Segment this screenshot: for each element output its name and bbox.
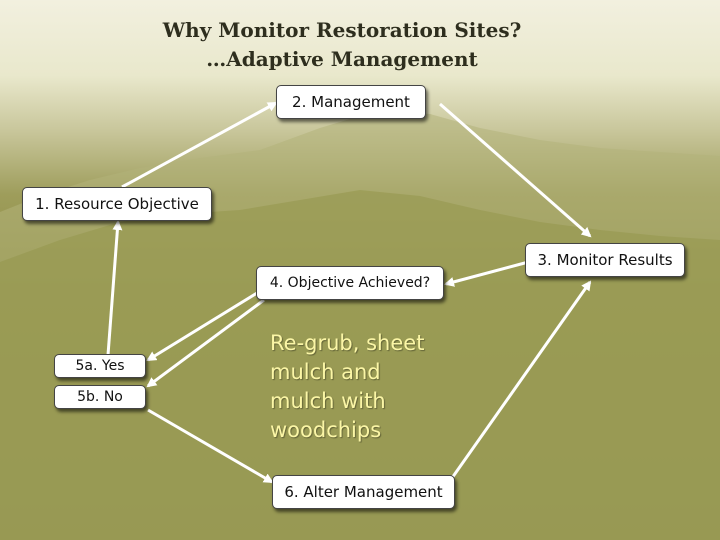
note-line-1: Re-grub, sheet	[270, 331, 425, 355]
node-resource-objective-label: 1. Resource Objective	[35, 195, 199, 213]
title-line-1: Why Monitor Restoration Sites?	[162, 18, 522, 42]
arrow-objective-to-management	[121, 101, 278, 189]
slide-title: Why Monitor Restoration Sites? …Adaptive…	[0, 16, 684, 74]
node-monitor-results[interactable]: 3. Monitor Results	[525, 243, 685, 277]
arrow-monitor-to-objective-achieved	[444, 258, 537, 287]
arrow-management-to-monitor	[439, 102, 592, 238]
arrow-objective-achieved-to-no	[146, 298, 265, 388]
node-management-label: 2. Management	[292, 93, 410, 111]
note-line-3: mulch with	[270, 389, 386, 413]
node-alter-management[interactable]: 6. Alter Management	[272, 475, 455, 509]
note-line-4: woodchips	[270, 418, 382, 442]
arrow-no-to-alter-management	[147, 408, 274, 484]
note-line-2: mulch and	[270, 360, 381, 384]
arrow-yes-to-objective	[106, 220, 123, 356]
node-resource-objective[interactable]: 1. Resource Objective	[22, 187, 212, 221]
node-alter-management-label: 6. Alter Management	[284, 483, 443, 501]
node-management[interactable]: 2. Management	[276, 85, 426, 119]
arrow-objective-achieved-to-yes	[146, 288, 263, 362]
title-line-2: …Adaptive Management	[206, 47, 478, 71]
node-objective-achieved-label: 4. Objective Achieved?	[269, 275, 431, 291]
node-monitor-results-label: 3. Monitor Results	[537, 251, 673, 269]
node-no-label: 5b. No	[77, 389, 123, 405]
restoration-note: Re-grub, sheet mulch and mulch with wood…	[270, 329, 450, 445]
arrow-alter-to-monitor	[450, 280, 592, 479]
node-objective-achieved[interactable]: 4. Objective Achieved?	[256, 266, 444, 300]
node-yes-label: 5a. Yes	[75, 358, 125, 374]
node-yes[interactable]: 5a. Yes	[54, 354, 146, 378]
node-no[interactable]: 5b. No	[54, 385, 146, 409]
